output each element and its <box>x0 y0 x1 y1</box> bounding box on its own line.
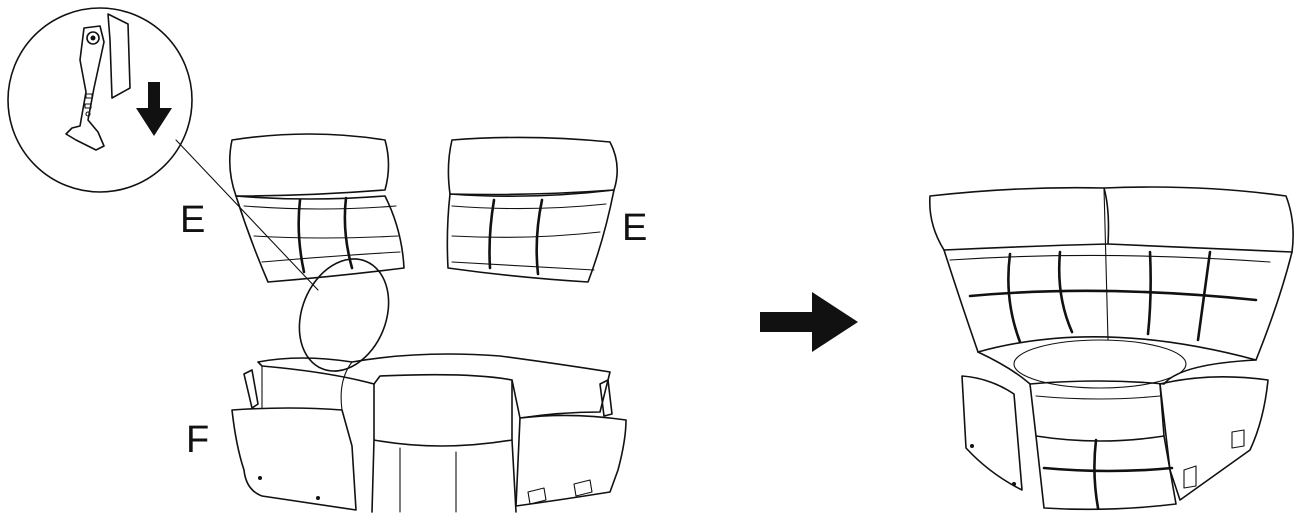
base-right-wing <box>515 414 627 507</box>
left-back-body <box>235 195 405 283</box>
assembled-right-headrest <box>1103 186 1294 253</box>
callout-cushion-block <box>107 13 131 99</box>
right-bracket-post <box>599 379 613 417</box>
left-back-headrest <box>228 133 390 197</box>
label-right-back: E <box>622 207 647 249</box>
base-center-front <box>373 379 513 447</box>
right-back-body <box>446 189 615 283</box>
arrow-down-icon <box>136 82 172 136</box>
assembled-front-panel <box>1029 383 1165 442</box>
label-left-back: E <box>180 199 205 241</box>
corner-base <box>231 353 627 513</box>
label-base: F <box>186 419 209 461</box>
bracket-insert-detail-icon <box>65 25 105 151</box>
assembled-left-wing <box>961 375 1023 491</box>
bracket-knob <box>86 31 100 45</box>
base-left-wing <box>231 407 357 511</box>
assembled-corner-seat <box>928 186 1294 511</box>
callout-circle <box>7 7 193 193</box>
right-back-headrest <box>447 136 618 196</box>
left-bracket-post <box>243 369 259 409</box>
right-back-cushion <box>446 136 618 283</box>
left-back-cushion <box>228 133 405 283</box>
arrow-right-icon <box>760 292 858 352</box>
assembled-left-headrest <box>928 186 1110 251</box>
detail-callout <box>7 7 319 291</box>
callout-leader-line <box>175 139 319 291</box>
assembled-right-wing <box>1159 376 1269 501</box>
joint-highlight-circle <box>298 258 390 372</box>
